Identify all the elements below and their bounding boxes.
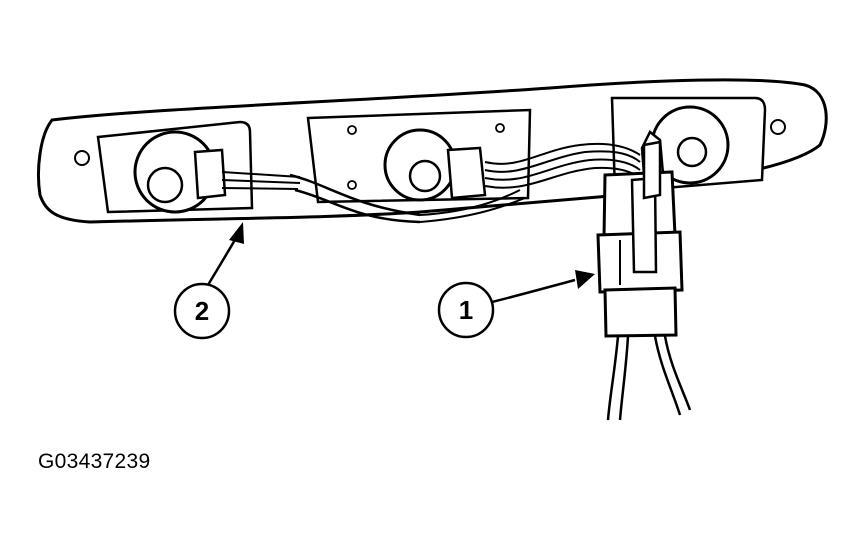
connector-lead-wires <box>606 335 692 421</box>
callout-number-2: 2 <box>195 296 209 326</box>
mounting-hole-right <box>770 119 786 135</box>
figure-id-label: G03437239 <box>38 450 151 473</box>
wiring-harness <box>221 142 641 224</box>
bulb-socket-center <box>383 128 487 202</box>
mounting-hole-left <box>74 150 90 166</box>
bulb-socket-left <box>133 130 227 214</box>
callout-badge-1: 1 <box>437 281 495 339</box>
callout-badge-2: 2 <box>173 282 231 340</box>
callout-1-leader <box>491 270 595 304</box>
callout-2-leader <box>206 222 244 286</box>
callout-number-1: 1 <box>459 295 473 325</box>
electrical-connector <box>596 140 684 338</box>
